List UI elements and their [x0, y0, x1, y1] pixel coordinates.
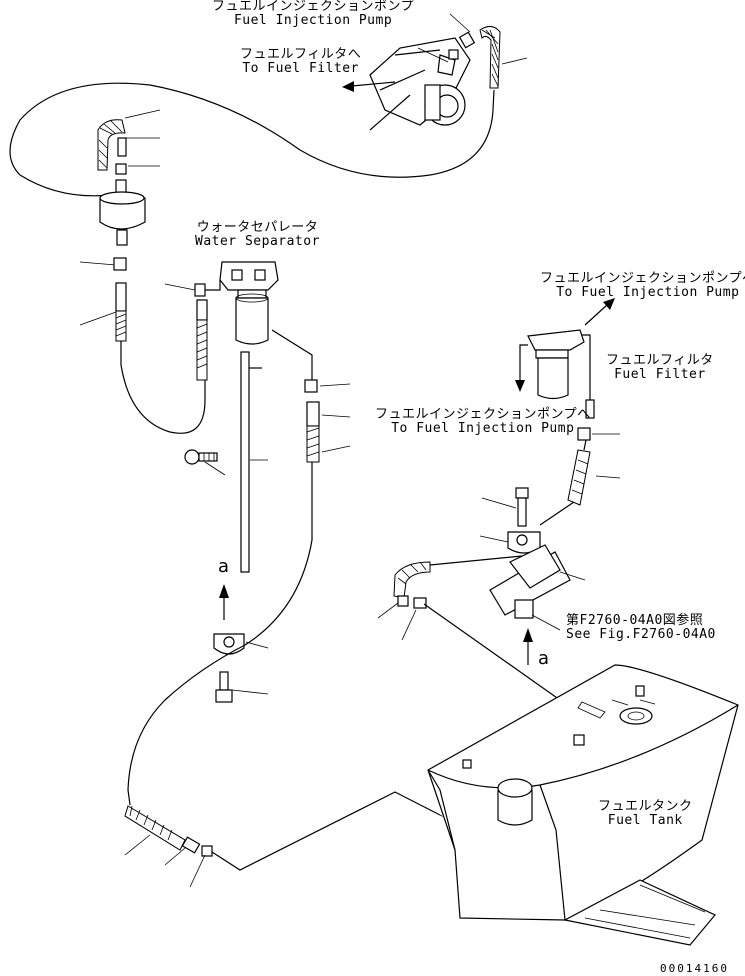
label-en: To Fuel Injection Pump: [391, 421, 575, 436]
hose-top-right: [448, 26, 501, 89]
hose-right-lower: [377, 555, 523, 641]
bracket-right: [489, 544, 586, 619]
fuel-filter-right: [515, 329, 595, 419]
leader-see-fig: [531, 614, 561, 631]
bolt-left: [184, 449, 226, 476]
view-mark-a-left: a: [218, 556, 230, 577]
label-fuel-injection-pump-top: フュエルインジェクションポンプ Fuel Injection Pump: [212, 0, 414, 28]
label-jp: フュエルインジェクションポンプへ: [540, 271, 745, 286]
label-jp: フュエルタンク: [598, 799, 693, 814]
arrow-to-pump-right: [584, 298, 615, 326]
parts-right-column: [539, 427, 621, 526]
label-to-fuel-injection-pump-mid: フュエルインジェクションポンプへ To Fuel Injection Pump: [375, 408, 591, 436]
label-fuel-tank: フュエルタンク Fuel Tank: [598, 800, 693, 828]
label-jp: フュエルフィルタへ: [240, 47, 362, 62]
label-en: Fuel Tank: [607, 813, 683, 828]
hose-upper-left: [97, 109, 161, 175]
label-en: To Fuel Injection Pump: [556, 285, 740, 300]
label-to-fuel-injection-pump-right: フュエルインジェクションポンプへ To Fuel Injection Pump: [540, 272, 745, 300]
fuel-line-left-loop: [120, 341, 206, 434]
fuel-tank: [427, 664, 739, 921]
label-jp: フュエルフィルタ: [606, 353, 714, 368]
arrow-a-right: [523, 628, 533, 665]
drawing-number: 00014160: [660, 962, 729, 975]
label-en: Water Separator: [195, 234, 320, 249]
label-jp: フュエルインジェクションポンプ: [212, 0, 415, 14]
sep-left-fittings: [164, 280, 221, 381]
view-mark-a-right: a: [538, 648, 550, 669]
water-separator: [219, 261, 279, 345]
label-en: To Fuel Filter: [242, 61, 359, 76]
label-fuel-filter: フュエルフィルタ Fuel Filter: [606, 354, 714, 382]
label-en: Fuel Injection Pump: [233, 13, 393, 28]
label-jp: 第F2760-04A0図参照: [566, 613, 704, 628]
clamp-lower-left: [213, 633, 269, 703]
label-to-fuel-filter: フュエルフィルタへ To Fuel Filter: [240, 48, 361, 76]
label-jp: フュエルインジェクションポンプへ: [375, 407, 591, 422]
label-en: See Fig.F2760-04A0: [566, 627, 716, 642]
sep-right-line: [271, 329, 351, 463]
label-water-separator: ウォータセパレータ Water Separator: [195, 221, 320, 249]
bolt-clamp-right: [479, 487, 541, 554]
label-see-fig: 第F2760-04A0図参照 See Fig.F2760-04A0: [566, 614, 716, 642]
drain-rod: [240, 351, 268, 573]
fuel-line-to-tank-left: [127, 462, 313, 806]
fuel-line-to-tank-bottom: [211, 791, 441, 871]
label-en: Fuel Filter: [614, 367, 706, 382]
label-jp: ウォータセパレータ: [196, 220, 319, 235]
fuel-line-right-to-tank: [423, 603, 561, 701]
hose-bottom-left: [124, 805, 213, 888]
fuel-filter-left: [99, 179, 146, 246]
injection-pump-top: [369, 37, 471, 131]
arrow-a-left: [219, 584, 229, 620]
fuel-line-top-loop: [9, 82, 495, 197]
leaders-top: [417, 13, 528, 65]
parts-left-column: [79, 257, 127, 342]
arrow-to-fuel-filter: [342, 81, 396, 92]
tank-base: [563, 879, 716, 946]
